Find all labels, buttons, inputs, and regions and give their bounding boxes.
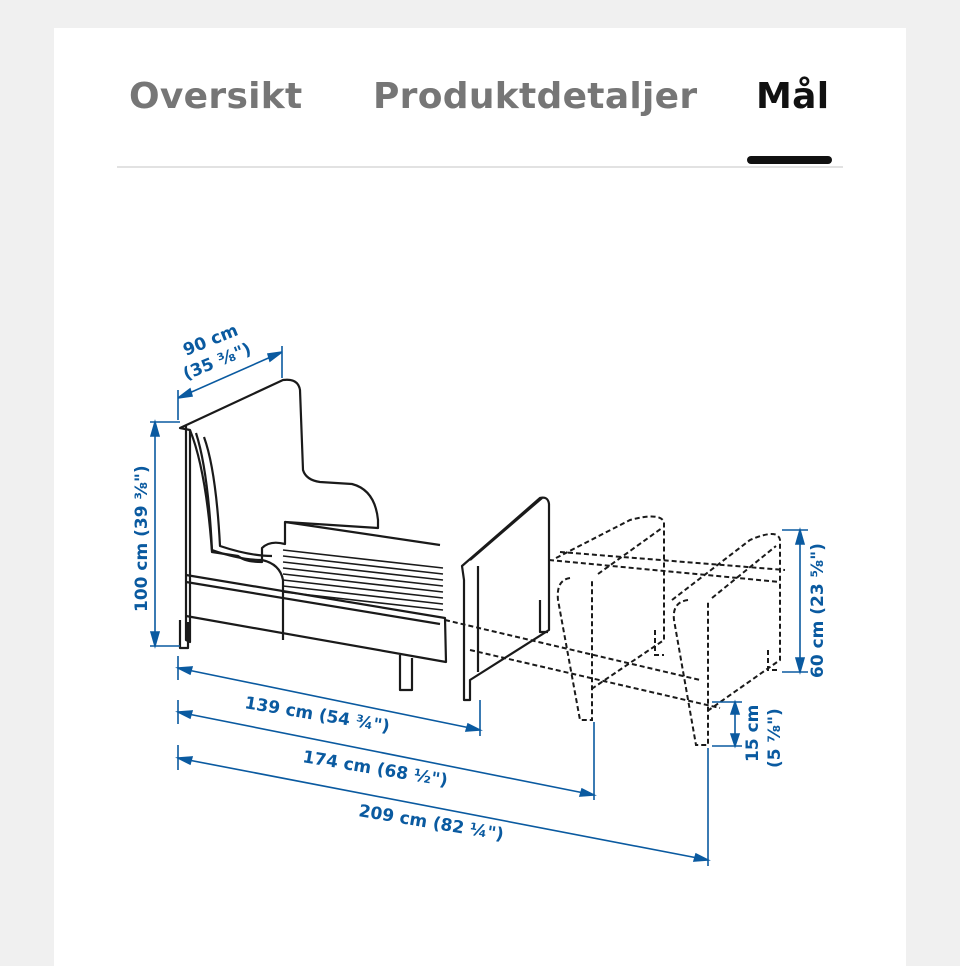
dim-headboard-height: 60 cm (23 ⅝") [808,543,828,678]
dimension-lines [149,346,808,866]
dim-clearance-cm: 15 cm [743,705,763,762]
tab-mal[interactable]: Mål [756,76,830,117]
dim-length-139: 139 cm (54 ¾") [243,693,391,737]
active-tab-indicator [747,156,832,164]
bed-illustration [178,378,551,702]
dim-height: 100 cm (39 ⅜") [132,465,152,612]
bed-slats [282,549,444,611]
tab-produktdetaljer[interactable]: Produktdetaljer [373,76,698,117]
dim-length-209: 209 cm (82 ¼") [357,801,505,845]
tab-oversikt[interactable]: Oversikt [129,76,303,117]
dim-length-174: 174 cm (68 ½") [301,747,449,791]
bed-extensions [444,515,786,746]
tab-bar: Oversikt Produktdetaljer Mål [117,28,843,168]
dim-clearance-in: (5 ⅞") [765,708,785,768]
product-card: Oversikt Produktdetaljer Mål [54,28,906,966]
